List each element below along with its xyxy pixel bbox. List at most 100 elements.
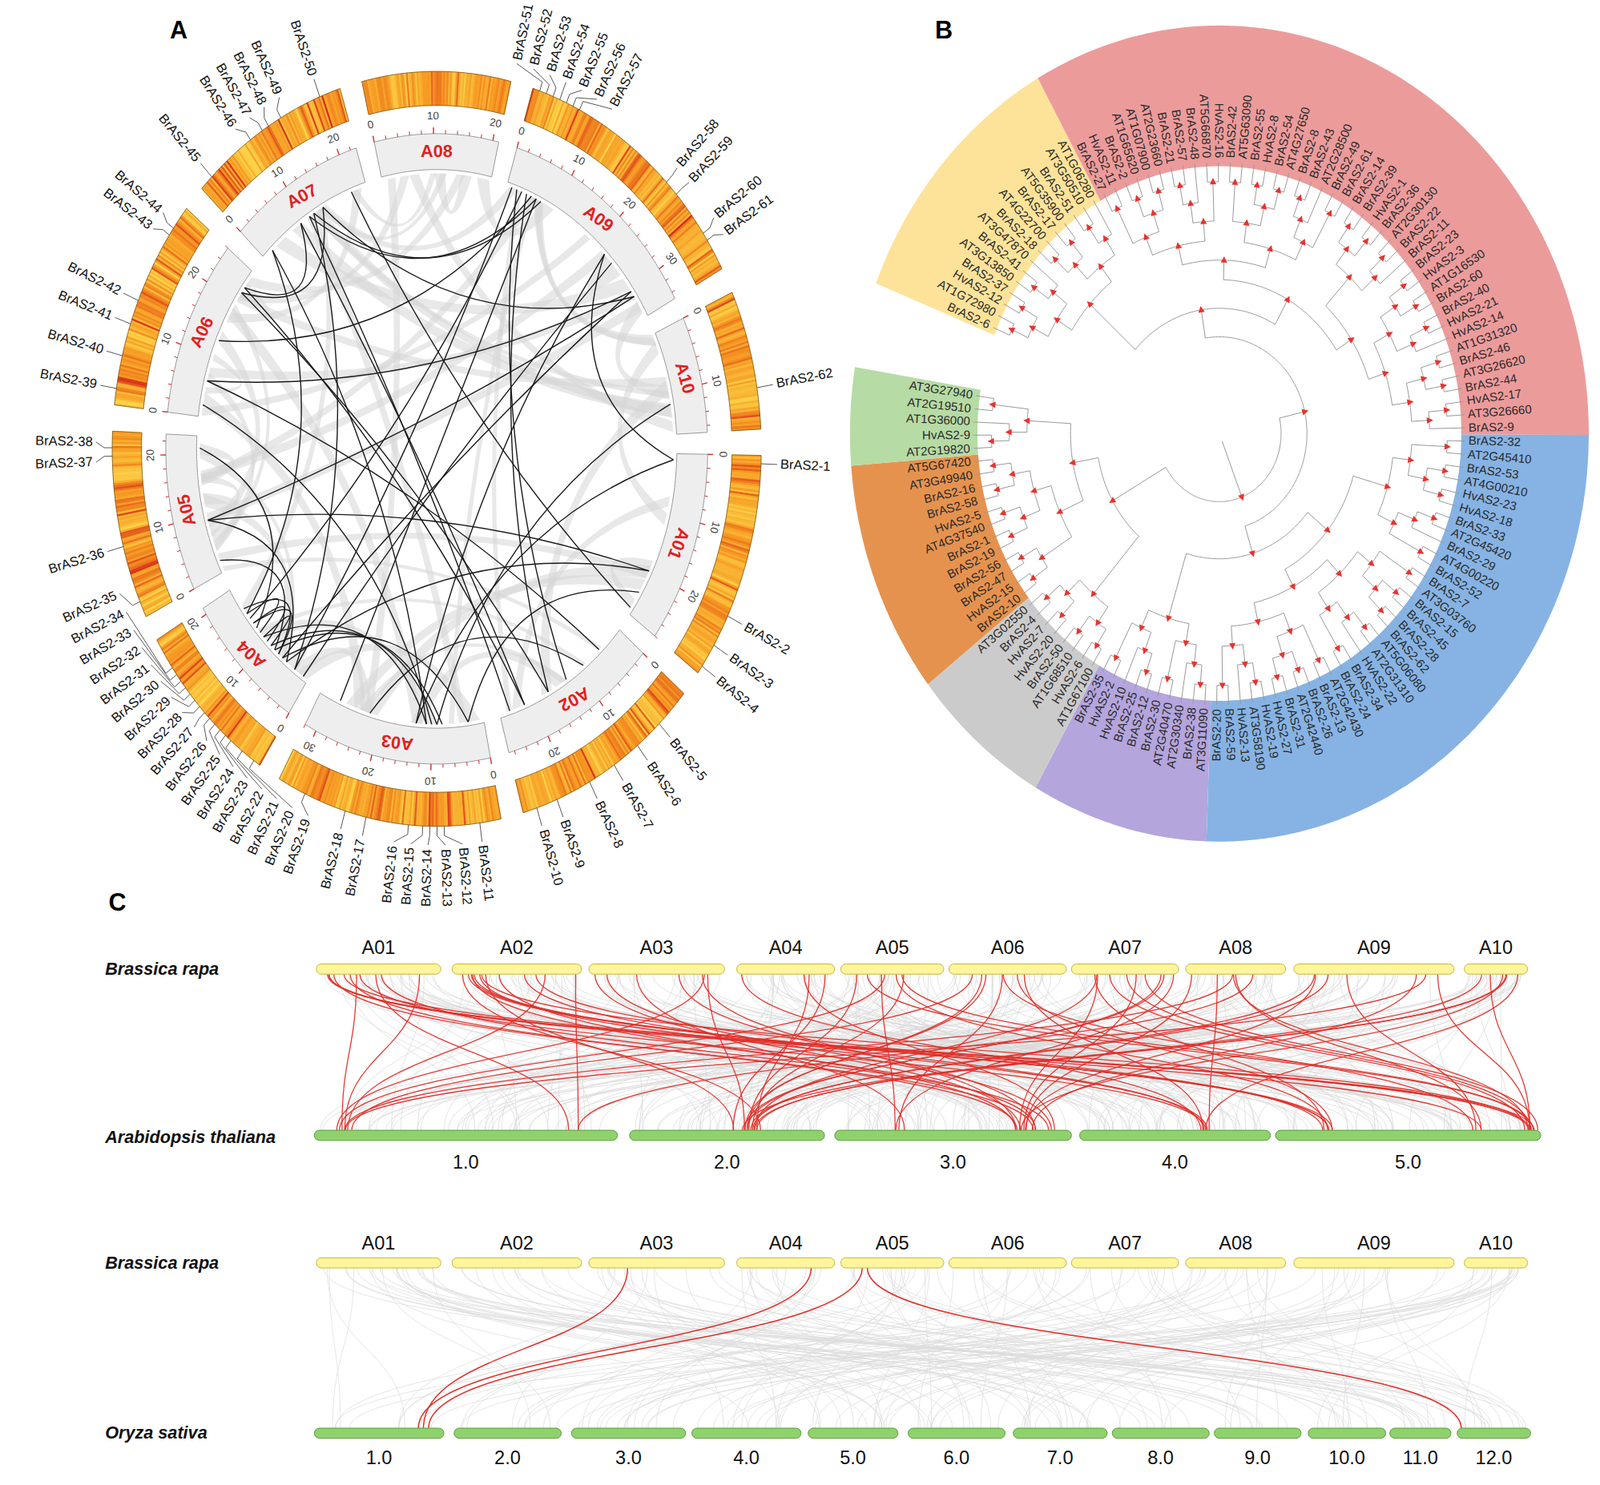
tree-branch [1418,302,1435,312]
leader-line [362,817,366,836]
tree-branch [1073,215,1085,232]
bootstrap-marker [1430,514,1439,520]
bootstrap-marker [1417,548,1425,555]
leader-line [393,825,408,843]
tree-branch [1368,580,1383,597]
tree-branch [1275,299,1289,325]
tree-branch [1015,573,1030,585]
heatmap-cell [185,208,210,232]
bootstrap-marker [1019,513,1028,520]
scale-tick [168,383,172,386]
leader-line [614,765,624,782]
tree-branch [1144,632,1152,651]
scale-tick [701,382,708,385]
tree-branch [1032,327,1049,337]
bootstrap-marker [1143,233,1150,241]
bootstrap-marker [1063,589,1071,597]
duplication-link [249,191,522,619]
tree-branch [1410,327,1427,336]
scale-tick [679,588,685,593]
duplication-link [510,193,549,693]
scale-tick [373,136,375,143]
leader-line [701,666,716,678]
tree-branch [1186,512,1308,560]
bootstrap-marker [1135,194,1142,202]
scale-tick [255,209,258,214]
scale-tick [394,760,396,765]
bootstrap-marker [1399,283,1407,291]
duplication-link [246,250,302,615]
tree-branch [1342,622,1363,655]
scale-tick [514,750,516,755]
tree-branch [1392,457,1411,460]
tree-branch [1342,612,1355,623]
tree-branch [1029,573,1036,585]
heatmap-cell [281,749,297,782]
tree-branch [1171,167,1175,187]
tree-branch [1046,241,1060,255]
scale-tick [305,169,307,173]
leader-line [277,97,282,119]
scale-tick [589,709,592,713]
tree-branch [1431,523,1449,532]
leader-line [107,547,124,553]
tree-branch [1445,401,1463,404]
leader-line [314,79,320,97]
tree-branch [1412,568,1428,579]
scale-tick [408,131,410,136]
scale-tick [693,550,697,553]
bootstrap-marker [1017,553,1025,561]
tree-branch [1292,651,1299,670]
tree-branch [1418,557,1434,568]
tree-branch [988,519,1006,526]
bootstrap-marker [1362,237,1369,246]
tree-branch [1045,611,1059,625]
tree-branch [1244,242,1296,261]
bootstrap-marker [1029,574,1037,581]
tree-branch [1100,266,1113,283]
tree-branch [1333,652,1343,670]
leader-line [533,68,550,94]
bootstrap-marker [1390,519,1398,525]
bootstrap-marker [1325,209,1332,218]
tree-branch [1084,224,1093,232]
bootstrap-marker [1334,644,1340,653]
tree-branch [1056,319,1073,331]
tree-branch [1441,489,1459,494]
bootstrap-marker [1410,515,1419,522]
scale-tick [592,187,594,191]
bootstrap-marker [1164,676,1172,684]
scale-tick [224,648,227,651]
bootstrap-marker [1406,399,1415,407]
leader-line [676,182,690,195]
tree-branch [1260,206,1265,226]
leader-line [479,822,483,842]
tree-branch [1423,314,1440,323]
scale-tick [620,212,625,218]
heatmap-cell [158,625,185,645]
scale-tick [163,468,167,470]
synteny-lines [320,974,1539,1429]
scale-tick [210,268,214,271]
tree-branch [1159,170,1164,190]
bootstrap-marker [1426,417,1434,424]
tree-branch [1088,227,1100,244]
bootstrap-marker [1059,612,1066,620]
tree-branch [1052,291,1068,304]
tree-branch [1428,410,1447,412]
tree-branch [1284,173,1290,192]
tree-branch [1072,282,1113,331]
tree-branch [1397,343,1414,351]
scale-tick [286,713,290,719]
tree-branch [1333,645,1343,653]
tree-branch [1318,552,1359,593]
tree-branch [1422,490,1440,496]
bootstrap-marker [1434,359,1443,367]
scale-tick [325,737,327,741]
scale-tick [608,692,612,696]
scale-tick [699,370,703,371]
tree-branch [1125,182,1133,202]
bootstrap-marker [1068,239,1076,247]
scale-tick [225,245,228,249]
gene-leader-lines [96,63,778,846]
